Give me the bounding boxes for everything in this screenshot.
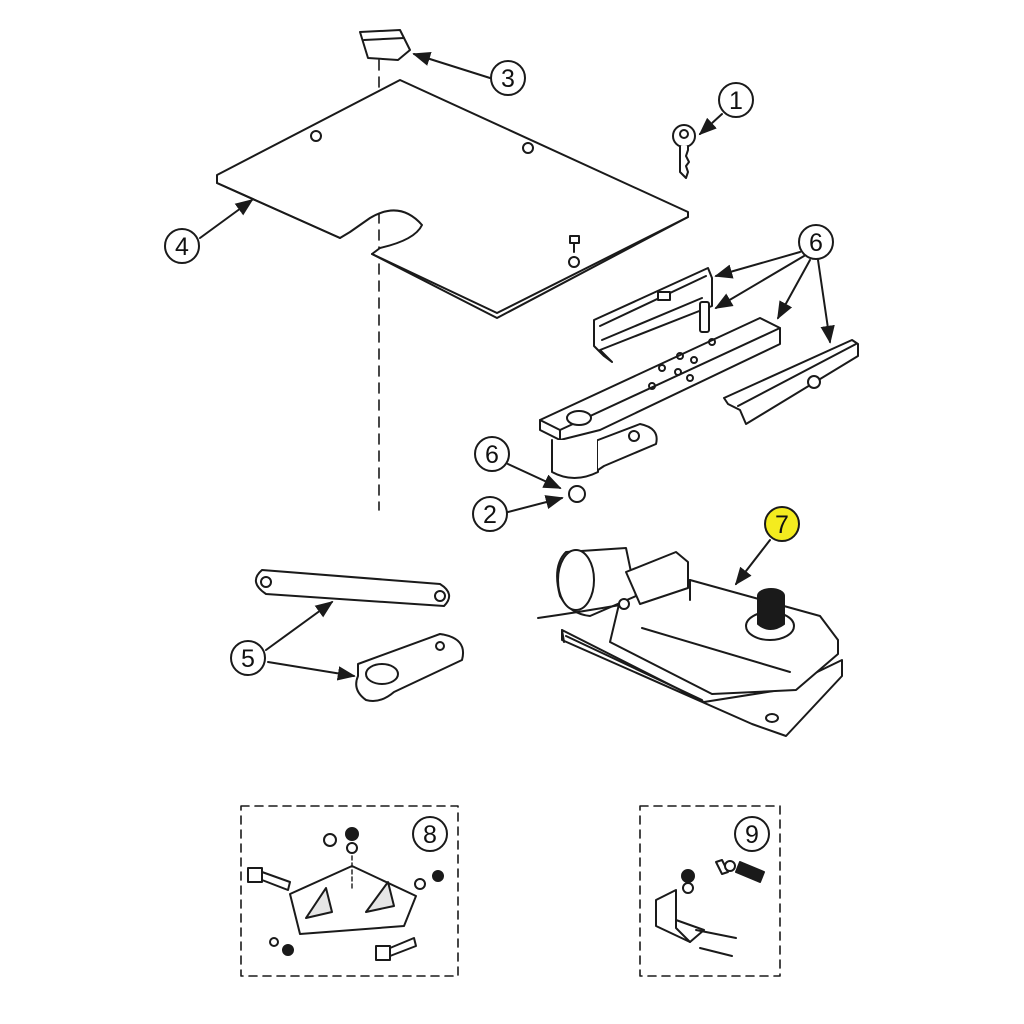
- leader-1: [698, 113, 723, 136]
- operator-arm: [539, 317, 781, 479]
- angle-bracket-kit: [655, 859, 765, 957]
- leader-2: [507, 495, 564, 513]
- leader-6a-4: [817, 259, 835, 344]
- callout-9-label: 9: [745, 821, 759, 849]
- leader-5-1: [265, 600, 334, 651]
- bracket-kit-box: [240, 805, 459, 977]
- lever-arm: [255, 569, 451, 607]
- callout-2-label: 2: [483, 501, 497, 529]
- leader-7: [734, 539, 771, 586]
- callout-8: 8: [412, 816, 448, 852]
- lower-lever: [723, 339, 859, 425]
- callout-8-label: 8: [423, 821, 437, 849]
- callout-3: 3: [490, 60, 526, 96]
- callout-2: 2: [472, 496, 508, 532]
- callout-6a-label: 6: [809, 229, 823, 257]
- callout-6b-label: 6: [485, 441, 499, 469]
- upper-bracket: [593, 267, 713, 363]
- callout-4: 4: [164, 228, 200, 264]
- leader-5-2: [267, 661, 356, 681]
- ball-part: [568, 485, 586, 503]
- angle-bracket-kit-box: [639, 805, 781, 977]
- callout-7-label: 7: [775, 511, 789, 539]
- callout-7: 7: [764, 506, 800, 542]
- bracket-kit: [247, 827, 444, 961]
- callout-1: 1: [718, 82, 754, 118]
- cover-plate: [216, 79, 689, 319]
- spline-arm: [355, 633, 464, 702]
- callout-6a: 6: [798, 224, 834, 260]
- callout-3-label: 3: [501, 65, 515, 93]
- leader-6b: [507, 463, 562, 489]
- callout-1-label: 1: [729, 87, 743, 115]
- operator-motor: [537, 547, 843, 737]
- callout-5: 5: [230, 640, 266, 676]
- leader-4: [199, 198, 254, 239]
- callout-4-label: 4: [175, 233, 189, 261]
- leader-6a-2: [714, 255, 805, 309]
- callout-9: 9: [734, 816, 770, 852]
- callout-6b: 6: [474, 436, 510, 472]
- leader-3: [412, 52, 491, 79]
- clip-part: [359, 29, 411, 61]
- callout-5-label: 5: [241, 645, 255, 673]
- key-icon: [672, 124, 696, 179]
- pin-part: [699, 301, 710, 333]
- leader-6a-1: [714, 251, 801, 279]
- leader-6a-3: [777, 259, 811, 320]
